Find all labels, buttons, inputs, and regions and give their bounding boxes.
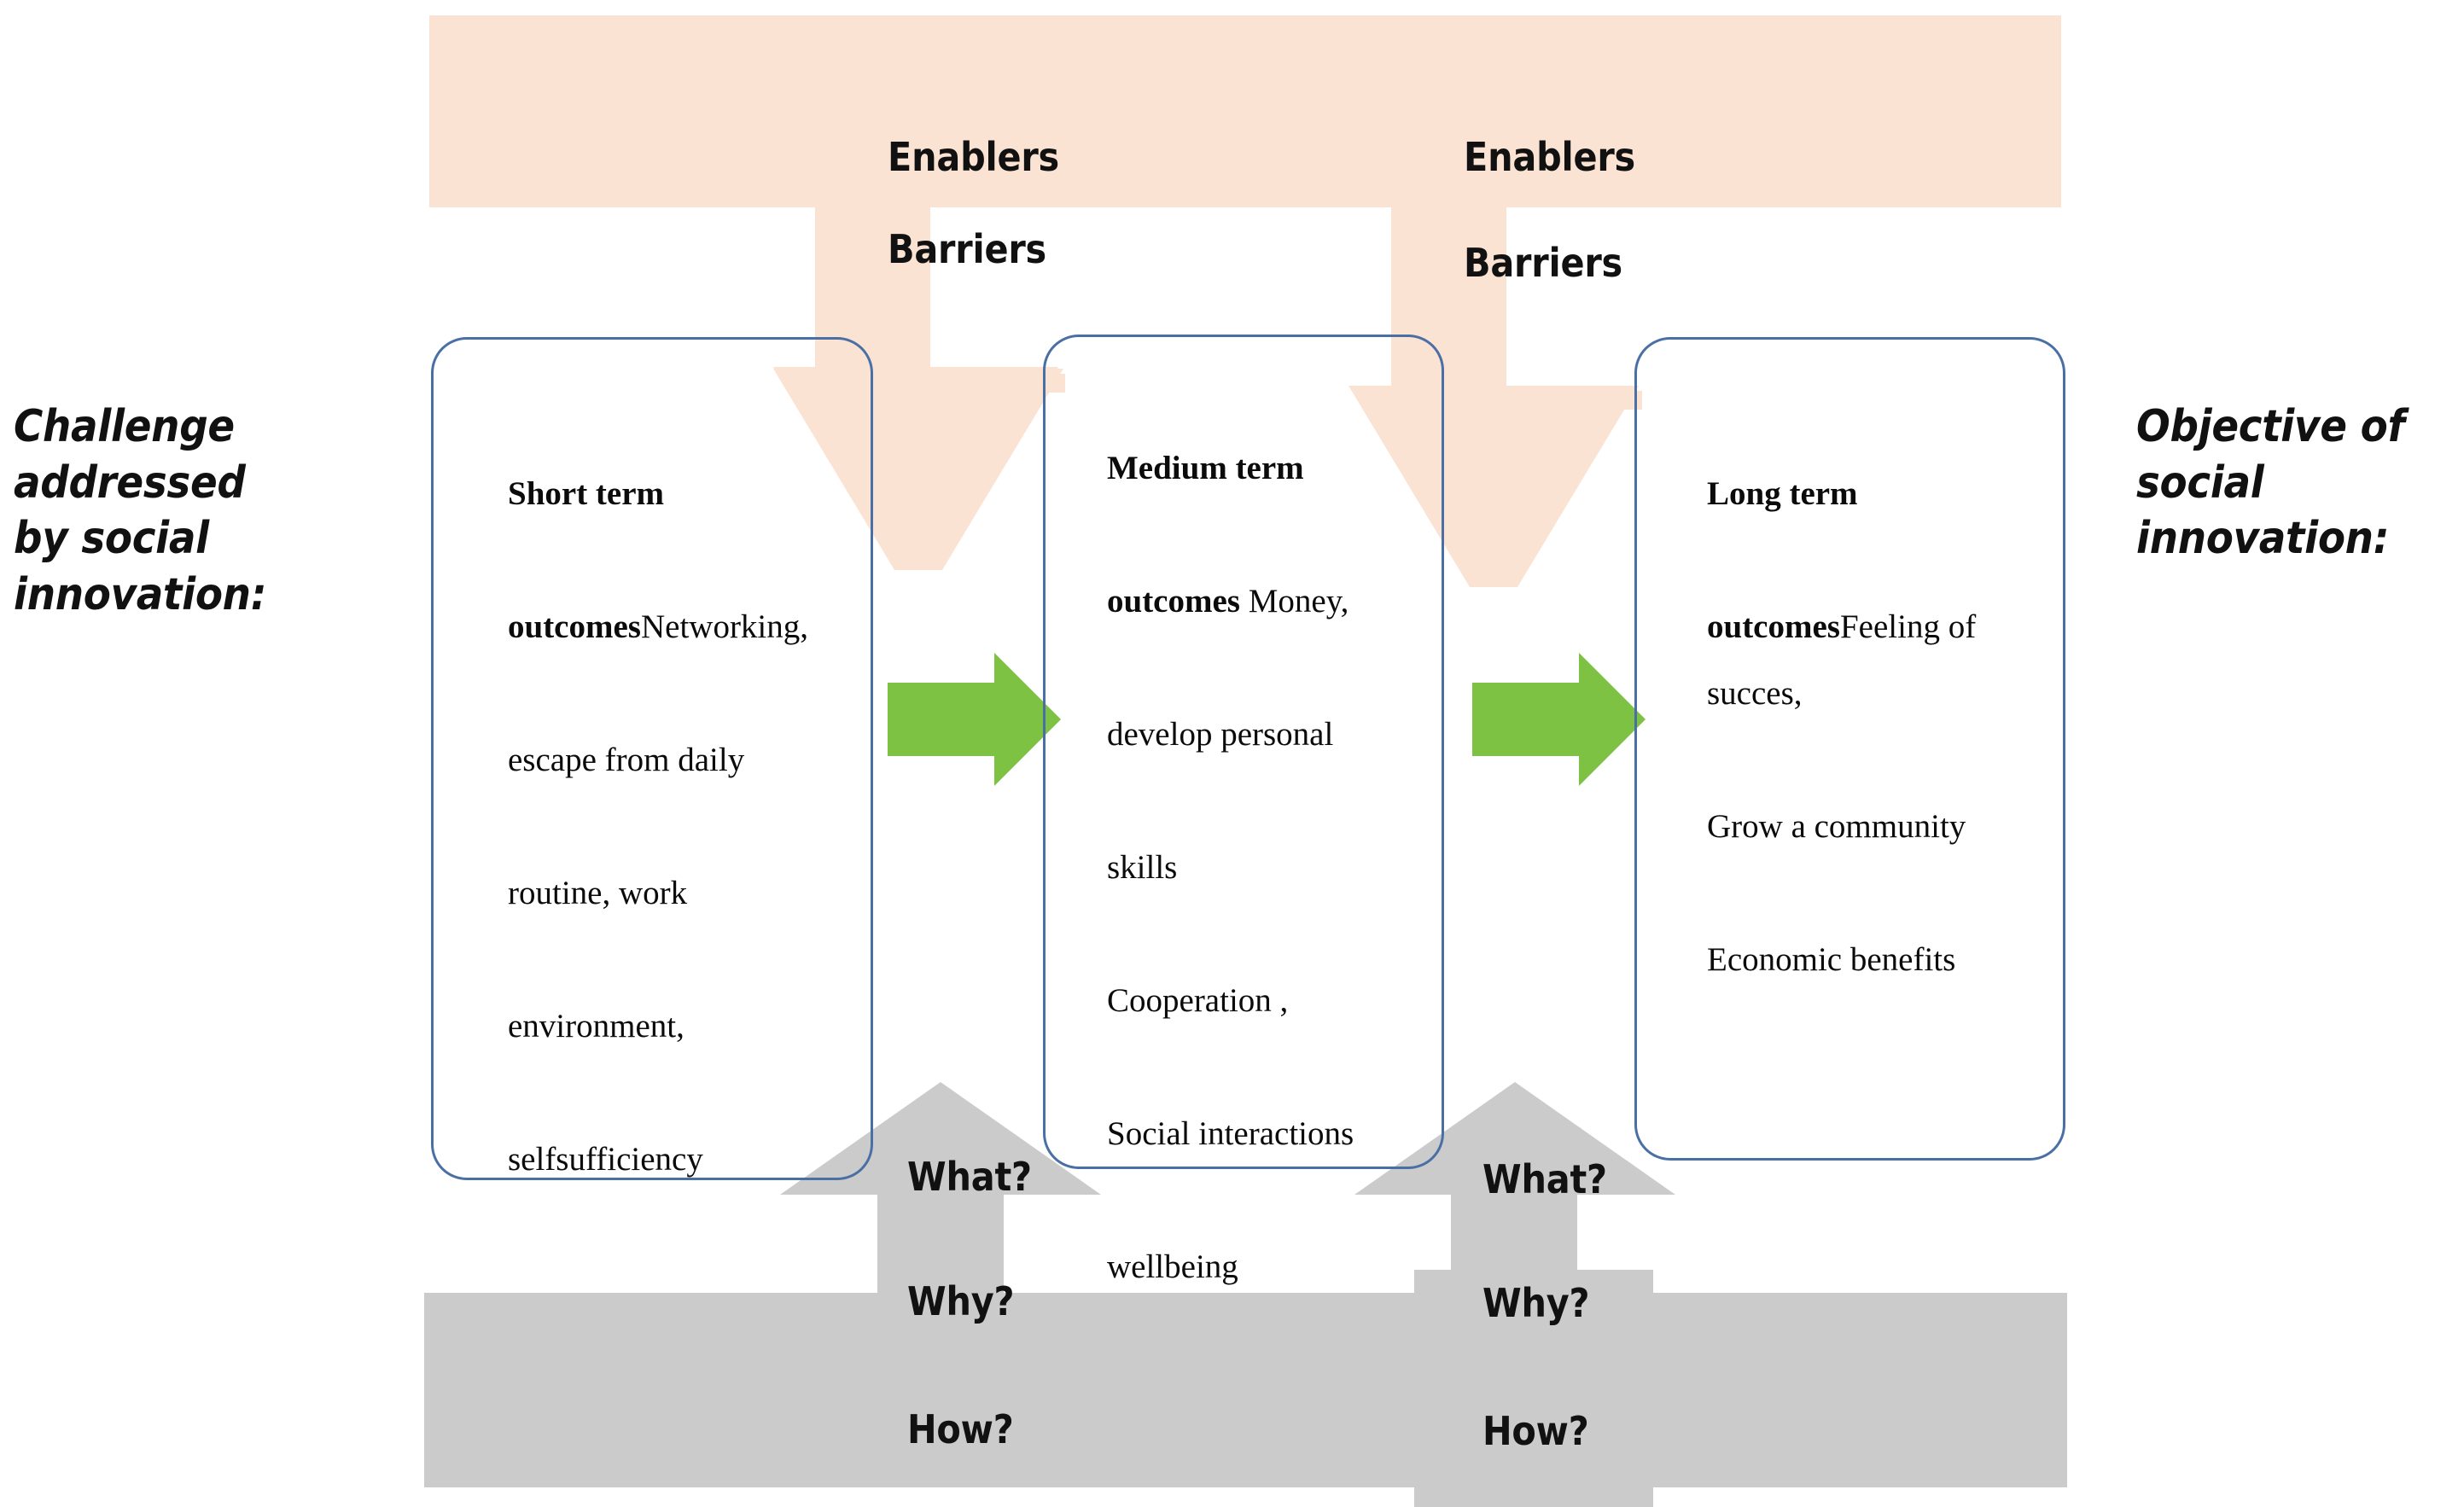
medium-term-outcomes-body: Money, develop personal skills Cooperati…: [1107, 583, 1354, 1285]
enablers-label-1: Enablers: [888, 134, 1059, 180]
flow-arrow-medium-to-long: [1472, 653, 1646, 786]
what-why-how-up-arrow-2-shaft-upper: [1451, 1182, 1577, 1276]
medium-term-outcomes-box: [1043, 335, 1444, 1169]
what-why-how-up-arrow-2-shaft-lower: [1414, 1270, 1653, 1507]
peach-notch-right: [1589, 391, 1642, 410]
peach-notch-left: [1016, 374, 1065, 393]
medium-term-outcomes-text: Medium term outcomes Money, develop pers…: [1107, 435, 1440, 1300]
medium-term-outcomes-heading: Medium term outcomes: [1107, 450, 1304, 620]
what-why-how-up-arrow-1-shaft: [877, 1182, 1004, 1318]
bottom-banner-bar: [424, 1293, 2067, 1487]
why-label-1: Why?: [907, 1278, 1015, 1324]
short-term-outcomes-box: [431, 337, 873, 1180]
why-label-2: Why?: [1482, 1280, 1590, 1326]
short-term-outcomes-body: Networking, escape from daily routine, w…: [508, 608, 809, 1178]
enablers-barriers-down-arrow-1-shaft: [815, 205, 930, 371]
what-why-how-up-arrow-2-head: [1354, 1082, 1675, 1195]
long-term-outcomes-body: Feeling of succes, Grow a community Econ…: [1707, 608, 1977, 978]
long-term-outcomes-heading: Long term outcomes: [1707, 475, 1858, 645]
long-term-outcomes-text: Long term outcomesFeeling of succes, Gro…: [1707, 461, 2065, 993]
how-label-1: How?: [907, 1406, 1014, 1452]
how-label-2: How?: [1482, 1408, 1589, 1454]
objective-caption: Objective of social innovation:: [2136, 401, 2405, 565]
challenge-caption: Challenge addressed by social innovation…: [14, 401, 267, 620]
what-label-2: What?: [1482, 1156, 1607, 1202]
enablers-barriers-down-arrow-2-head: [1349, 386, 1639, 587]
top-banner-bar: [429, 15, 2061, 207]
enablers-barriers-down-arrow-1-head: [773, 369, 1063, 570]
what-label-1: What?: [907, 1154, 1032, 1200]
enablers-label-2: Enablers: [1464, 134, 1635, 180]
short-term-outcomes-heading: Short term outcomes: [508, 475, 665, 645]
long-term-outcomes-box: [1634, 337, 2065, 1161]
barriers-label-1: Barriers: [888, 226, 1046, 272]
flow-arrow-short-to-medium: [888, 653, 1061, 786]
barriers-label-2: Barriers: [1464, 240, 1622, 286]
short-term-outcomes-text: Short term outcomesNetworking, escape fr…: [508, 461, 849, 1193]
